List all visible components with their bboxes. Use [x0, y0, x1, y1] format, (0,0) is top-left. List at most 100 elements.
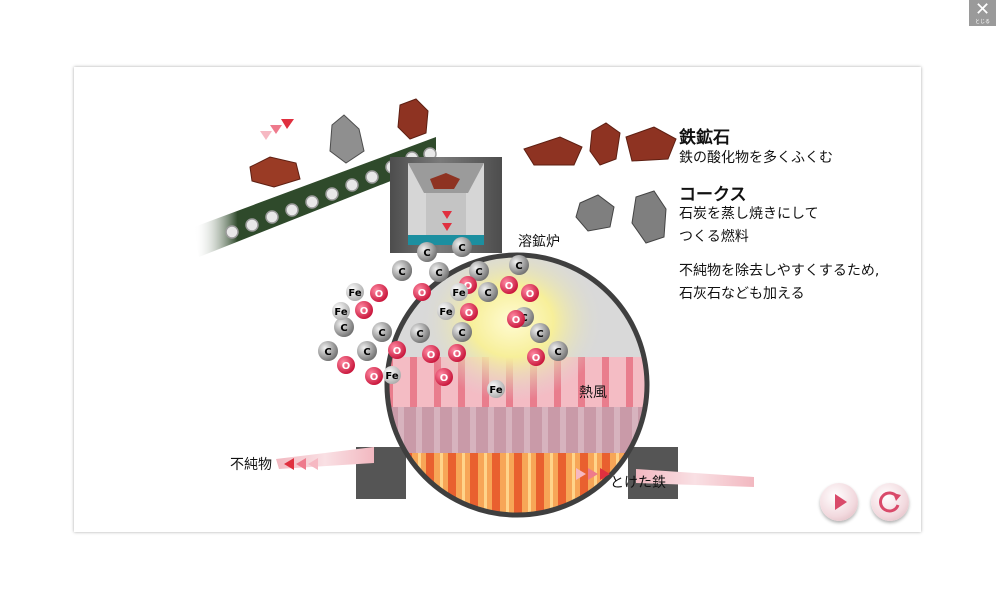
molten-iron-arrows [576, 468, 610, 480]
oxygen-atom: O [337, 356, 355, 374]
oxygen-atom: O [448, 344, 466, 362]
oxygen-atom: O [365, 367, 383, 385]
molten-iron-label: とけた鉄 [610, 475, 666, 491]
svg-text:C: C [484, 288, 491, 299]
coke-title: コークス [679, 185, 747, 205]
oxygen-atom: O [422, 345, 440, 363]
oxygen-atom: O [507, 310, 525, 328]
carbon-atom: C [452, 237, 472, 257]
svg-text:O: O [526, 289, 535, 300]
iron-atom: Fe [383, 366, 401, 384]
svg-text:C: C [458, 243, 465, 254]
oxygen-atom: O [500, 276, 518, 294]
coke-description-1: 石炭を蒸し焼きにして [679, 206, 819, 222]
carbon-atom: C [392, 261, 412, 281]
carbon-atom: C [469, 261, 489, 281]
close-label: とじる [974, 19, 990, 25]
carbon-atom: C [372, 322, 392, 342]
svg-text:C: C [340, 323, 347, 334]
oxygen-atom: O [413, 283, 431, 301]
svg-text:O: O [532, 353, 541, 364]
oxygen-atom: O [355, 301, 373, 319]
carbon-atom: C [417, 242, 437, 262]
svg-text:O: O [370, 372, 379, 383]
hot-air-label: 熱風 [579, 385, 607, 401]
carbon-atom: C [509, 255, 529, 275]
svg-text:C: C [324, 347, 331, 358]
conveyor-belt [194, 137, 437, 257]
svg-text:O: O [375, 289, 384, 300]
furnace-label: 溶鉱炉 [518, 234, 560, 250]
carbon-atom: C [334, 317, 354, 337]
coke-description-2: つくる燃料 [679, 229, 749, 245]
svg-text:C: C [363, 347, 370, 358]
carbon-atom: C [452, 322, 472, 342]
carbon-atom: C [410, 323, 430, 343]
play-icon [835, 494, 847, 510]
slag-arrows [284, 458, 318, 470]
svg-text:O: O [427, 350, 436, 361]
carbon-atom: C [478, 282, 498, 302]
iron-ore-rock [397, 98, 429, 140]
svg-text:Fe: Fe [385, 371, 398, 382]
svg-text:O: O [465, 308, 474, 319]
svg-text:O: O [505, 281, 514, 292]
slag-label: 不純物 [230, 457, 272, 473]
svg-text:O: O [360, 306, 369, 317]
svg-text:Fe: Fe [439, 307, 452, 318]
svg-text:Fe: Fe [334, 307, 347, 318]
ore-title: 鉄鉱石 [679, 128, 730, 148]
replay-button[interactable] [871, 483, 909, 521]
svg-text:Fe: Fe [452, 288, 465, 299]
svg-text:C: C [475, 267, 482, 278]
iron-atom: Fe [437, 302, 455, 320]
svg-text:C: C [378, 328, 385, 339]
svg-text:O: O [342, 361, 351, 372]
svg-text:C: C [458, 328, 465, 339]
play-button[interactable] [820, 483, 858, 521]
iron-ore-rock [589, 122, 621, 166]
svg-text:C: C [536, 329, 543, 340]
note-line-2: 石灰石なども加える [679, 286, 805, 302]
svg-text:C: C [398, 267, 405, 278]
oxygen-atom: O [521, 284, 539, 302]
iron-atom: Fe [487, 380, 505, 398]
oxygen-atom: O [435, 368, 453, 386]
animation-panel: C C C C C C C C C C C C C C C C C O O O … [74, 67, 921, 532]
ore-description: 鉄の酸化物を多くふくむ [679, 150, 833, 166]
close-icon: ✕ [974, 0, 991, 20]
carbon-atom: C [429, 262, 449, 282]
close-button[interactable]: ✕ とじる [969, 0, 996, 26]
replay-icon [879, 491, 901, 513]
svg-text:O: O [440, 373, 449, 384]
oxygen-atom: O [370, 284, 388, 302]
carbon-atom: C [318, 341, 338, 361]
iron-atom: Fe [450, 283, 468, 301]
svg-text:O: O [418, 288, 427, 299]
iron-ore-rock [523, 136, 583, 166]
svg-text:O: O [453, 349, 462, 360]
blast-furnace-diagram: C C C C C C C C C C C C C C C C C O O O … [194, 98, 754, 518]
iron-atom: Fe [346, 283, 364, 301]
svg-text:C: C [416, 329, 423, 340]
iron-ore-rock [625, 126, 677, 162]
carbon-atom: C [530, 323, 550, 343]
carbon-atom: C [357, 341, 377, 361]
atoms: C C C C C C C C C C C C C C C C C O O O … [318, 237, 568, 398]
iron-atom: Fe [332, 302, 350, 320]
oxygen-atom: O [527, 348, 545, 366]
svg-text:Fe: Fe [489, 385, 502, 396]
svg-text:O: O [464, 281, 473, 292]
coke-rock [631, 190, 667, 244]
feed-arrows [260, 119, 294, 140]
svg-text:O: O [393, 346, 402, 357]
svg-text:O: O [512, 315, 521, 326]
svg-text:Fe: Fe [348, 288, 361, 299]
coke-rock [329, 114, 365, 164]
svg-text:C: C [554, 347, 561, 358]
iron-ore-rock [249, 156, 301, 188]
note-line-1: 不純物を除去しやすくするため, [679, 263, 880, 279]
oxygen-atom: O [460, 303, 478, 321]
furnace-tower [390, 157, 502, 253]
coke-rock [575, 194, 615, 232]
